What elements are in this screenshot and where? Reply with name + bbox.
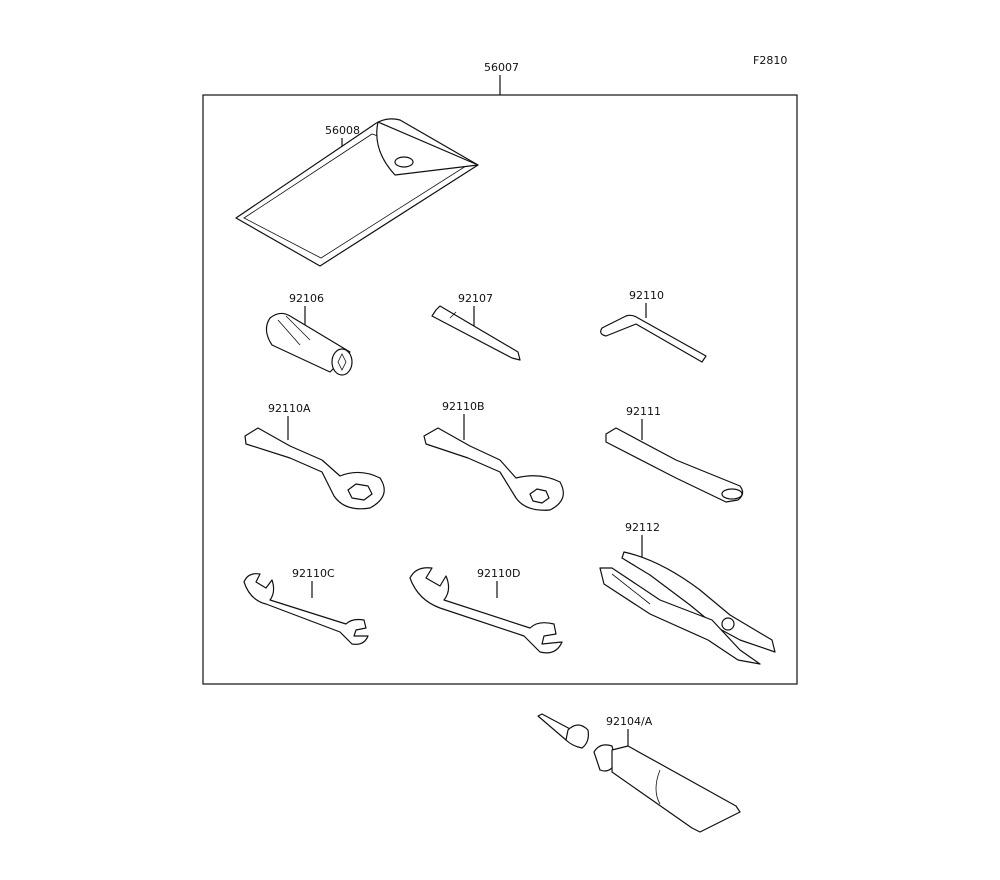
part-92110b-box-wrench[interactable]: 92110B xyxy=(423,400,564,511)
label-92112: 92112 xyxy=(625,521,660,534)
label-56007: 56007 xyxy=(484,61,519,74)
part-92110d-open-end-wrench[interactable]: 92110D xyxy=(409,567,563,654)
label-92107: 92107 xyxy=(458,292,493,305)
label-56008: 56008 xyxy=(325,124,360,137)
label-92110a: 92110A xyxy=(268,402,311,415)
assembly-box xyxy=(202,94,798,685)
tool-kit-assembly[interactable]: 56007 xyxy=(202,61,798,685)
part-92111-extension-bar[interactable]: 92111 xyxy=(605,405,744,503)
part-92106-socket-handle[interactable]: 92106 xyxy=(265,292,353,376)
label-92110b: 92110B xyxy=(442,400,485,413)
label-92111: 92111 xyxy=(626,405,661,418)
part-92112-pliers[interactable]: 92112 xyxy=(599,521,776,665)
part-92110a-box-wrench[interactable]: 92110A xyxy=(244,402,385,510)
part-92107-screwdriver-bit[interactable]: 92107 xyxy=(431,292,521,361)
figure-code: F2810 xyxy=(753,54,787,67)
part-92104a-grease-tube[interactable]: 92104/A xyxy=(537,713,741,833)
label-92110d: 92110D xyxy=(477,567,520,580)
label-92106: 92106 xyxy=(289,292,324,305)
part-92110-hex-key[interactable]: 92110 xyxy=(600,289,707,363)
part-92110c-open-end-wrench[interactable]: 92110C xyxy=(243,567,369,645)
label-92104a: 92104/A xyxy=(606,715,653,728)
part-56008-tool-bag[interactable]: 56008 xyxy=(235,118,479,267)
label-92110: 92110 xyxy=(629,289,664,302)
label-92110c: 92110C xyxy=(292,567,335,580)
